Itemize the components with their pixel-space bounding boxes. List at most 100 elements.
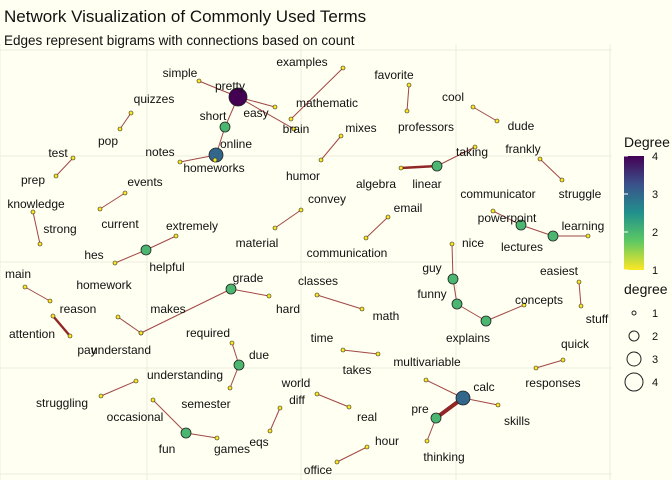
edge-grade-hard (230, 288, 270, 297)
node-pre (430, 412, 442, 424)
legend-size-label: 3 (652, 354, 658, 366)
legend-size-circle (631, 310, 637, 316)
label-short: short (200, 109, 227, 123)
label-homeworks: homeworks (183, 161, 244, 175)
node-main (22, 284, 28, 290)
label-due: due (249, 348, 269, 362)
legend-size-label: 1 (652, 308, 658, 320)
node-diff (277, 405, 283, 411)
node-funny (451, 298, 463, 310)
label-hard: hard (276, 302, 300, 316)
node-eqs (267, 428, 273, 434)
edge-easiest-stuff (578, 281, 582, 307)
edge-pretty-brain (237, 96, 295, 130)
label-grade: grade (233, 271, 264, 285)
label-math: math (373, 309, 400, 323)
edge-occasional-fun (152, 399, 187, 434)
label-eqs: eqs (249, 435, 268, 449)
node-calc (455, 390, 471, 406)
label-simple: simple (163, 66, 198, 80)
label-taking: taking (456, 145, 488, 159)
edge-frankly-struggle (539, 158, 563, 181)
label-email: email (394, 201, 423, 215)
node-easy (272, 104, 278, 110)
label-world: world (281, 376, 311, 390)
label-humor: humor (286, 169, 320, 183)
edge-office-hour (336, 446, 368, 463)
label-material: material (236, 236, 279, 250)
node-classes (314, 292, 320, 298)
edge-world-real (316, 393, 350, 408)
label-responses: responses (525, 376, 580, 390)
node-thinking (424, 438, 430, 444)
node-office (334, 459, 340, 465)
edge-pay-attention (52, 315, 71, 337)
label-office: office (304, 463, 333, 477)
node-grade (225, 283, 237, 295)
node-lectures (547, 230, 559, 242)
node-knowledge (30, 209, 36, 215)
edge-mixes-humor (320, 135, 342, 161)
label-diff: diff (289, 393, 305, 407)
node-humor (318, 157, 324, 163)
label-prep: prep (21, 173, 45, 187)
node-understand (138, 330, 144, 336)
label-classes: classes (298, 274, 338, 288)
label-quizzes: quizzes (134, 92, 175, 106)
label-quick: quick (561, 337, 590, 351)
label-funny: funny (417, 287, 446, 301)
legend-size-circle (628, 330, 640, 342)
node-required (229, 340, 235, 346)
legend-color-tick-label: 1 (652, 265, 658, 277)
node-helpful (140, 244, 152, 256)
node-time (340, 347, 346, 353)
label-easiest: easiest (540, 264, 579, 278)
label-reason: reason (60, 302, 97, 316)
edge-time-takes (342, 349, 379, 355)
edge-explains-concepts (485, 304, 525, 322)
node-pop (117, 126, 123, 132)
label-takes: takes (343, 363, 372, 377)
label-extremely: extremely (166, 219, 218, 233)
node-hard (266, 293, 272, 299)
label-pay: pay (77, 343, 96, 357)
label-nice: nice (462, 236, 484, 250)
label-makes: makes (150, 302, 185, 316)
node-current (97, 206, 103, 212)
legend-size-label: 4 (652, 377, 658, 389)
label-games: games (214, 442, 250, 456)
label-powerpoint: powerpoint (478, 211, 537, 225)
node-real (346, 404, 352, 410)
label-explains: explains (446, 331, 490, 345)
node-semester (227, 385, 233, 391)
label-concepts: concepts (515, 293, 563, 307)
node-strong (37, 241, 43, 247)
node-dude (494, 118, 500, 124)
label-frankly: frankly (505, 142, 540, 156)
legend-color-tick-label: 3 (652, 189, 658, 201)
edge-linear-algebra (400, 164, 438, 170)
node-mixes (338, 133, 344, 139)
node-takes (375, 351, 381, 357)
label-stuff: stuff (586, 312, 609, 326)
edge-diff-eqs (269, 407, 281, 432)
label-easy: easy (243, 106, 268, 120)
label-struggling: struggling (36, 396, 88, 410)
edge-hes-helpful (114, 249, 147, 264)
node-homework (115, 314, 121, 320)
label-online: online (220, 137, 252, 151)
label-pre: pre (411, 402, 429, 416)
node-simple (196, 78, 202, 84)
node-mathematic (288, 116, 294, 122)
node-convey (298, 207, 304, 213)
node-communicator (490, 208, 496, 214)
node-examples (340, 65, 346, 71)
node-skills (495, 402, 501, 408)
label-communicator: communicator (460, 187, 535, 201)
label-notes: notes (145, 145, 174, 159)
edge-convey-material (274, 209, 302, 229)
